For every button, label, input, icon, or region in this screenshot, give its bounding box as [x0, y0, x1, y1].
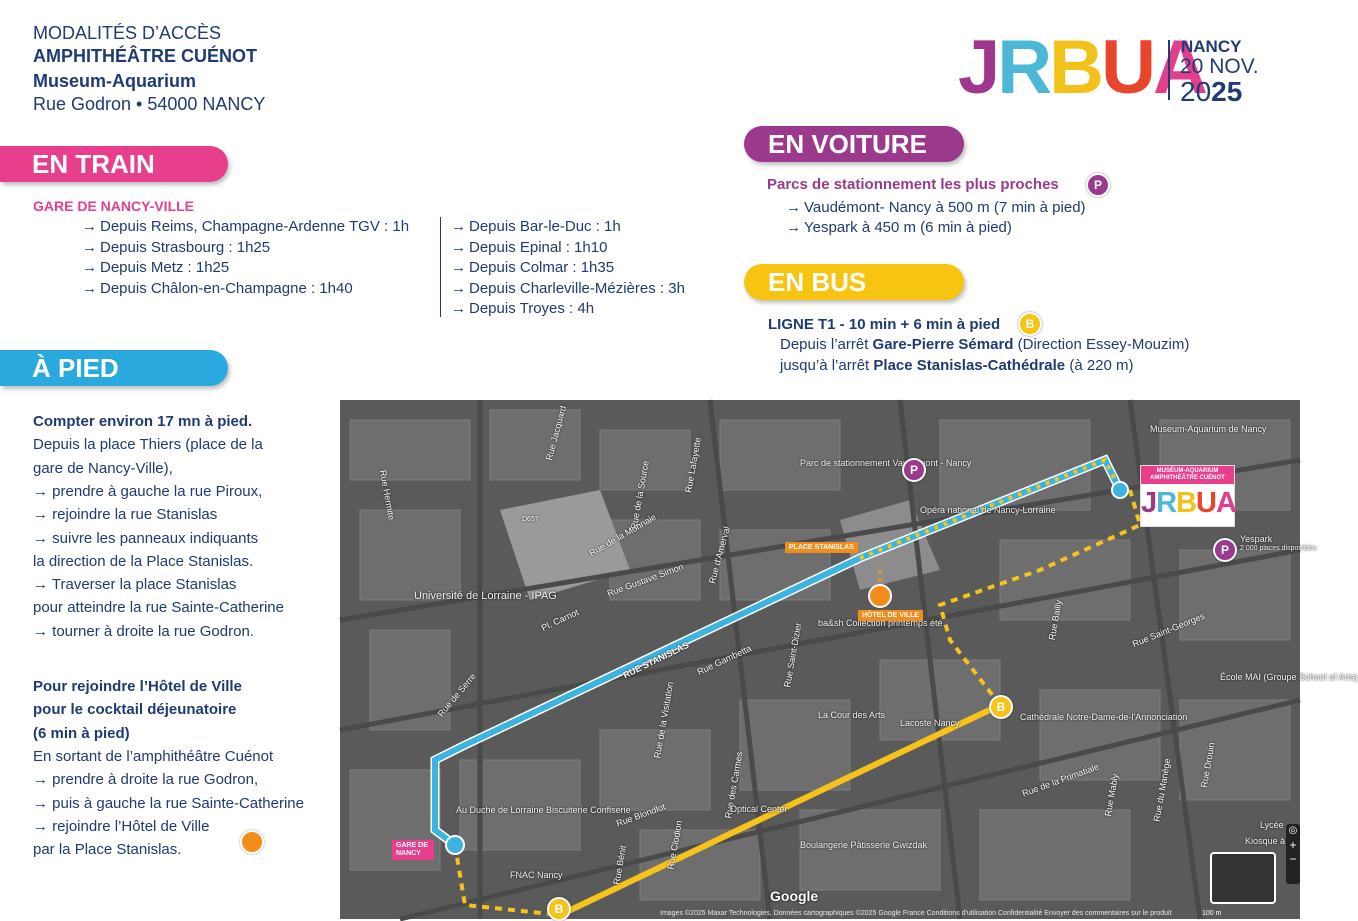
parking-icon: P: [1086, 173, 1110, 197]
walk-instruction: → tourner à droite la rue Godron.: [33, 622, 254, 640]
walk-instruction: → rejoindre l’Hôtel de Ville: [33, 817, 210, 835]
bus-to-museum-dashed: [937, 489, 1143, 707]
walk-instruction: Compter environ 17 mn à pied.: [33, 413, 253, 430]
train-route-item: →Depuis Charleville-Mézières : 3h: [451, 279, 685, 297]
tag-place-stanislas: PLACE STANISLAS: [785, 542, 858, 553]
logo-date: 20 NOV.: [1180, 55, 1259, 78]
poi-ecole-mai[interactable]: École MAI (Groupe School of Arts): [1220, 672, 1358, 682]
venue-address: Rue Godron • 54000 NANCY: [33, 94, 266, 114]
street-label: D657: [522, 516, 539, 523]
parking-marker-icon[interactable]: P: [902, 458, 926, 482]
poi-lacoste[interactable]: Lacoste Nancy: [900, 718, 960, 728]
poi-cathedrale[interactable]: Cathédrale Notre-Dame-de-l'Annonciation: [1020, 712, 1188, 722]
bus-icon: B: [1018, 312, 1042, 336]
tag-gare: GARE DE NANCY: [392, 840, 434, 860]
poi-boulangerie[interactable]: Boulangerie Pâtisserie Gwizdak: [800, 840, 928, 850]
poi-yespark[interactable]: Yespark: [1240, 534, 1273, 544]
logo-city: NANCY: [1181, 37, 1242, 56]
logo-separator: [1168, 40, 1170, 100]
section-train-title: EN TRAIN: [0, 146, 228, 182]
museum-card-logo: JRBUA: [1141, 487, 1237, 519]
route-map[interactable]: Rue Hermite Rue Jacquard Rue de la Sourc…: [339, 399, 1358, 921]
museum-card-label: MUSÉUM-AQUARIUM AMPHITHÉÂTRE CUÉNOT: [1141, 466, 1234, 484]
bus-stop-gare-icon[interactable]: B: [547, 897, 571, 921]
map-attribution[interactable]: Images ©2025 Maxar Technologies, Données…: [660, 910, 1172, 917]
bus-route: [558, 702, 1002, 918]
train-route-item: →Depuis Châlon-en-Champagne : 1h40: [82, 279, 353, 297]
walk-instruction: la direction de la Place Stanislas.: [33, 552, 254, 570]
walk-instruction: (6 min à pied): [33, 724, 130, 742]
walk-instruction: par la Place Stanislas.: [33, 841, 182, 859]
walk-instruction: En sortant de l’amphithéâtre Cuénot: [33, 747, 274, 765]
poi-cour-des-arts[interactable]: La Cour des Arts: [818, 710, 886, 720]
logo-year: 2025: [1180, 76, 1243, 107]
poi-parking-vaudemont[interactable]: Parc de stationnement Vaudémont - Nancy: [800, 458, 972, 468]
train-route-item: →Depuis Epinal : 1h10: [451, 238, 608, 256]
gare-marker-icon: [445, 835, 465, 855]
map-blocks: [349, 409, 1291, 901]
walk-route-hotel-dots: [859, 457, 1122, 560]
poi-optical[interactable]: Optical Center: [730, 804, 788, 814]
zoom-out-icon[interactable]: −: [1289, 852, 1297, 866]
place-carnot-park: [500, 490, 630, 600]
train-station-name: GARE DE NANCY-VILLE: [33, 198, 195, 214]
train-divider: [440, 217, 441, 317]
walk-instruction: Depuis la place Thiers (place de la: [33, 436, 263, 454]
museum-card: MUSÉUM-AQUARIUM AMPHITHÉÂTRE CUÉNOT JRBU…: [1140, 465, 1237, 527]
train-route-item: →Depuis Reims, Champagne-Ardenne TGV : 1…: [82, 218, 410, 235]
map-graphics: [339, 399, 1301, 921]
bus-from: Depuis l’arrêt Gare-Pierre Sémard (Direc…: [780, 336, 1190, 353]
section-bus-title: EN BUS: [744, 264, 964, 300]
parking-yespark-icon[interactable]: P: [1213, 538, 1237, 562]
street-view-preview[interactable]: [1210, 852, 1276, 904]
hotel-de-ville-marker-icon: [240, 830, 264, 854]
map-scale: 100 m: [1202, 910, 1222, 917]
car-heading: Parcs de stationnement les plus proches: [767, 176, 1059, 193]
poi-bash[interactable]: ba&sh Collection printemps été: [818, 618, 943, 628]
train-route-item: →Depuis Bar-le-Duc : 1h: [451, 218, 621, 235]
hotel-marker-icon: [868, 584, 892, 608]
museum-marker-icon: [1111, 481, 1129, 499]
venue-name: AMPHITHÉÂTRE CUÉNOT: [33, 46, 257, 66]
tag-hotel-de-ville: HÔTEL DE VILLE: [858, 610, 924, 621]
train-route-item: →Depuis Troyes : 4h: [451, 300, 595, 317]
poi-lycee[interactable]: Lycée: [1260, 820, 1284, 830]
poi-fnac[interactable]: FNAC Nancy: [510, 870, 563, 880]
zoom-in-icon[interactable]: +: [1289, 838, 1297, 852]
walk-instruction: gare de Nancy-Ville),: [33, 459, 173, 477]
train-route-item: →Depuis Colmar : 1h35: [451, 259, 615, 276]
walk-instruction: → suivre les panneaux indiquants: [33, 529, 259, 547]
bus-to: jusqu’à l’arrêt Place Stanislas-Cathédra…: [780, 357, 1134, 374]
bus-heading: LIGNE T1 - 10 min + 6 min à pied: [768, 316, 1001, 333]
walk-instruction: pour le cocktail déjeunatoire: [33, 701, 237, 719]
poi-museum[interactable]: Museum-Aquarium de Nancy: [1150, 424, 1267, 434]
car-item: →Yespark à 450 m (6 min à pied): [786, 219, 1012, 236]
walk-instruction: → Traverser la place Stanislas: [33, 576, 237, 594]
walk-instruction: → rejoindre la rue Stanislas: [33, 506, 218, 524]
car-item: →Vaudémont- Nancy à 500 m (7 min à pied): [786, 199, 1086, 216]
poi-kiosque[interactable]: Kiosque à: [1245, 836, 1286, 846]
bus-stop-cathedrale-icon[interactable]: B: [989, 695, 1013, 719]
poi-opera[interactable]: Opéra national de Nancy-Lorraine: [920, 505, 1056, 515]
access-title: MODALITÉS D’ACCÈS: [33, 23, 222, 43]
walk-instruction: Pour rejoindre l’Hôtel de Ville: [33, 678, 242, 695]
walk-instruction: → puis à gauche la rue Sainte-Catherine: [33, 794, 304, 812]
walk-instruction: → prendre à droite la rue Godron,: [33, 771, 259, 789]
walk-instruction: pour atteindre la rue Sainte-Catherine: [33, 599, 284, 617]
poi-university[interactable]: Université de Lorraine - IPAG: [414, 590, 557, 602]
section-car-title: EN VOITURE: [744, 126, 964, 162]
google-logo: Google: [770, 888, 819, 904]
section-walk-title: À PIED: [0, 350, 228, 386]
poi-duche-lorraine[interactable]: Au Duché de Lorraine Biscuiterie Confise…: [456, 805, 631, 815]
venue-building: Museum-Aquarium: [33, 71, 197, 91]
zoom-controls[interactable]: ◎ + −: [1286, 824, 1300, 884]
poi-yespark-places: 2 000 places disponibles: [1240, 545, 1317, 552]
walk-instruction: → prendre à gauche la rue Piroux,: [33, 482, 263, 500]
location-icon[interactable]: ◎: [1288, 825, 1298, 836]
train-route-item: →Depuis Strasbourg : 1h25: [82, 238, 271, 256]
train-route-item: →Depuis Metz : 1h25: [82, 259, 230, 276]
